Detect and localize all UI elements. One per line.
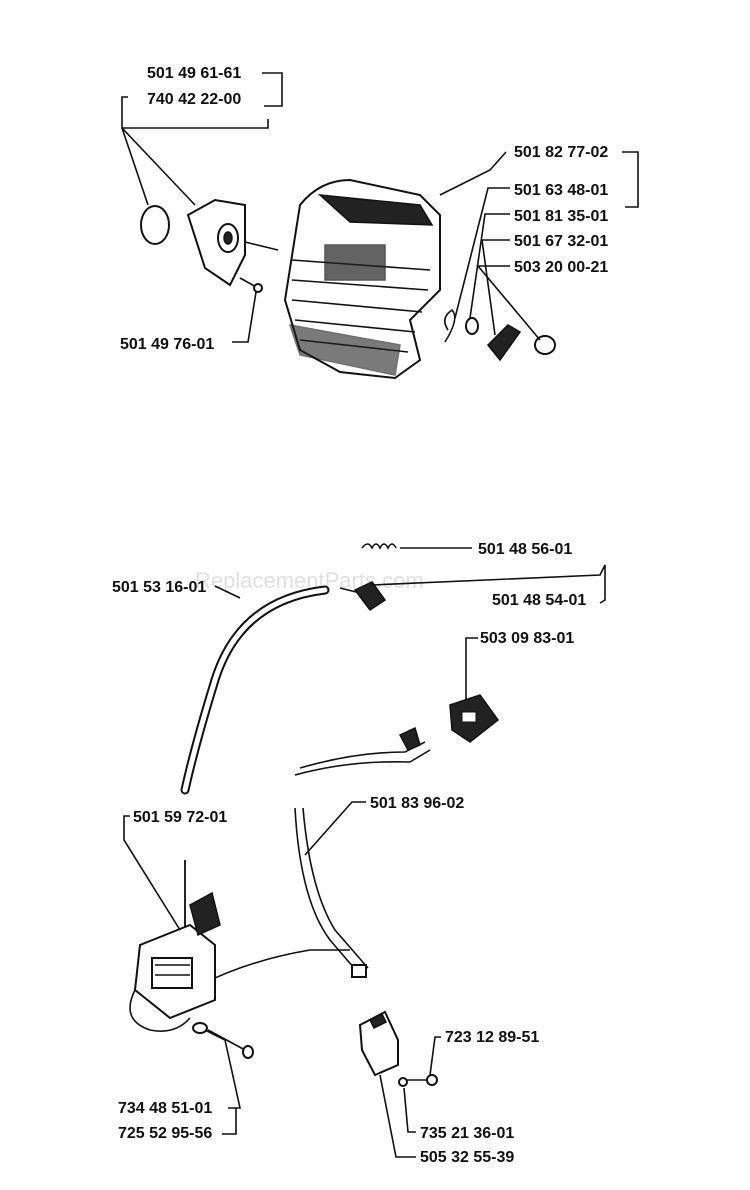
label-734-48-51-01: 734 48 51-01 xyxy=(118,1100,212,1117)
label-505-32-55-39: 505 32 55-39 xyxy=(420,1149,514,1166)
label-501-49-61-61: 501 49 61-61 xyxy=(147,65,241,82)
label-501-48-54-01: 501 48 54-01 xyxy=(492,592,586,609)
flange-screw xyxy=(239,277,263,293)
wire-harness xyxy=(199,726,431,986)
label-725-52-95-56: 725 52 95-56 xyxy=(118,1125,212,1142)
stop-switch xyxy=(449,694,500,743)
label-740-42-22-00: 740 42 22-00 xyxy=(147,91,241,108)
module-screws xyxy=(192,1022,254,1059)
spring xyxy=(361,543,397,550)
label-501-67-32-01: 501 67 32-01 xyxy=(514,233,608,250)
gasket-ring xyxy=(140,205,170,245)
label-503-20-00-21: 503 20 00-21 xyxy=(514,259,608,276)
label-501-81-35-01: 501 81 35-01 xyxy=(514,208,608,225)
bottom-assembly: 501 48 56-01 501 48 54-01 501 53 16-01 5… xyxy=(112,541,606,1166)
label-501-49-76-01: 501 49 76-01 xyxy=(120,336,214,353)
ignition-module xyxy=(129,860,221,1032)
label-501-53-16-01: 501 53 16-01 xyxy=(112,579,206,596)
intake-flange xyxy=(186,198,246,287)
label-501-48-56-01: 501 48 56-01 xyxy=(478,541,572,558)
cable-connector xyxy=(339,581,387,612)
label-723-12-89-51: 723 12 89-51 xyxy=(445,1029,539,1046)
cylinder xyxy=(283,178,441,380)
small-hardware xyxy=(444,308,556,362)
label-503-09-83-01: 503 09 83-01 xyxy=(480,630,574,647)
label-501-83-96-02: 501 83 96-02 xyxy=(370,795,464,812)
label-501-59-72-01: 501 59 72-01 xyxy=(133,809,227,826)
label-501-82-77-02: 501 82 77-02 xyxy=(514,144,608,161)
bracket-module xyxy=(358,1010,438,1087)
label-501-63-48-01: 501 63 48-01 xyxy=(514,182,608,199)
label-735-21-36-01: 735 21 36-01 xyxy=(420,1125,514,1142)
top-assembly: 501 49 61-61 740 42 22-00 501 49 76-01 5… xyxy=(120,65,639,380)
